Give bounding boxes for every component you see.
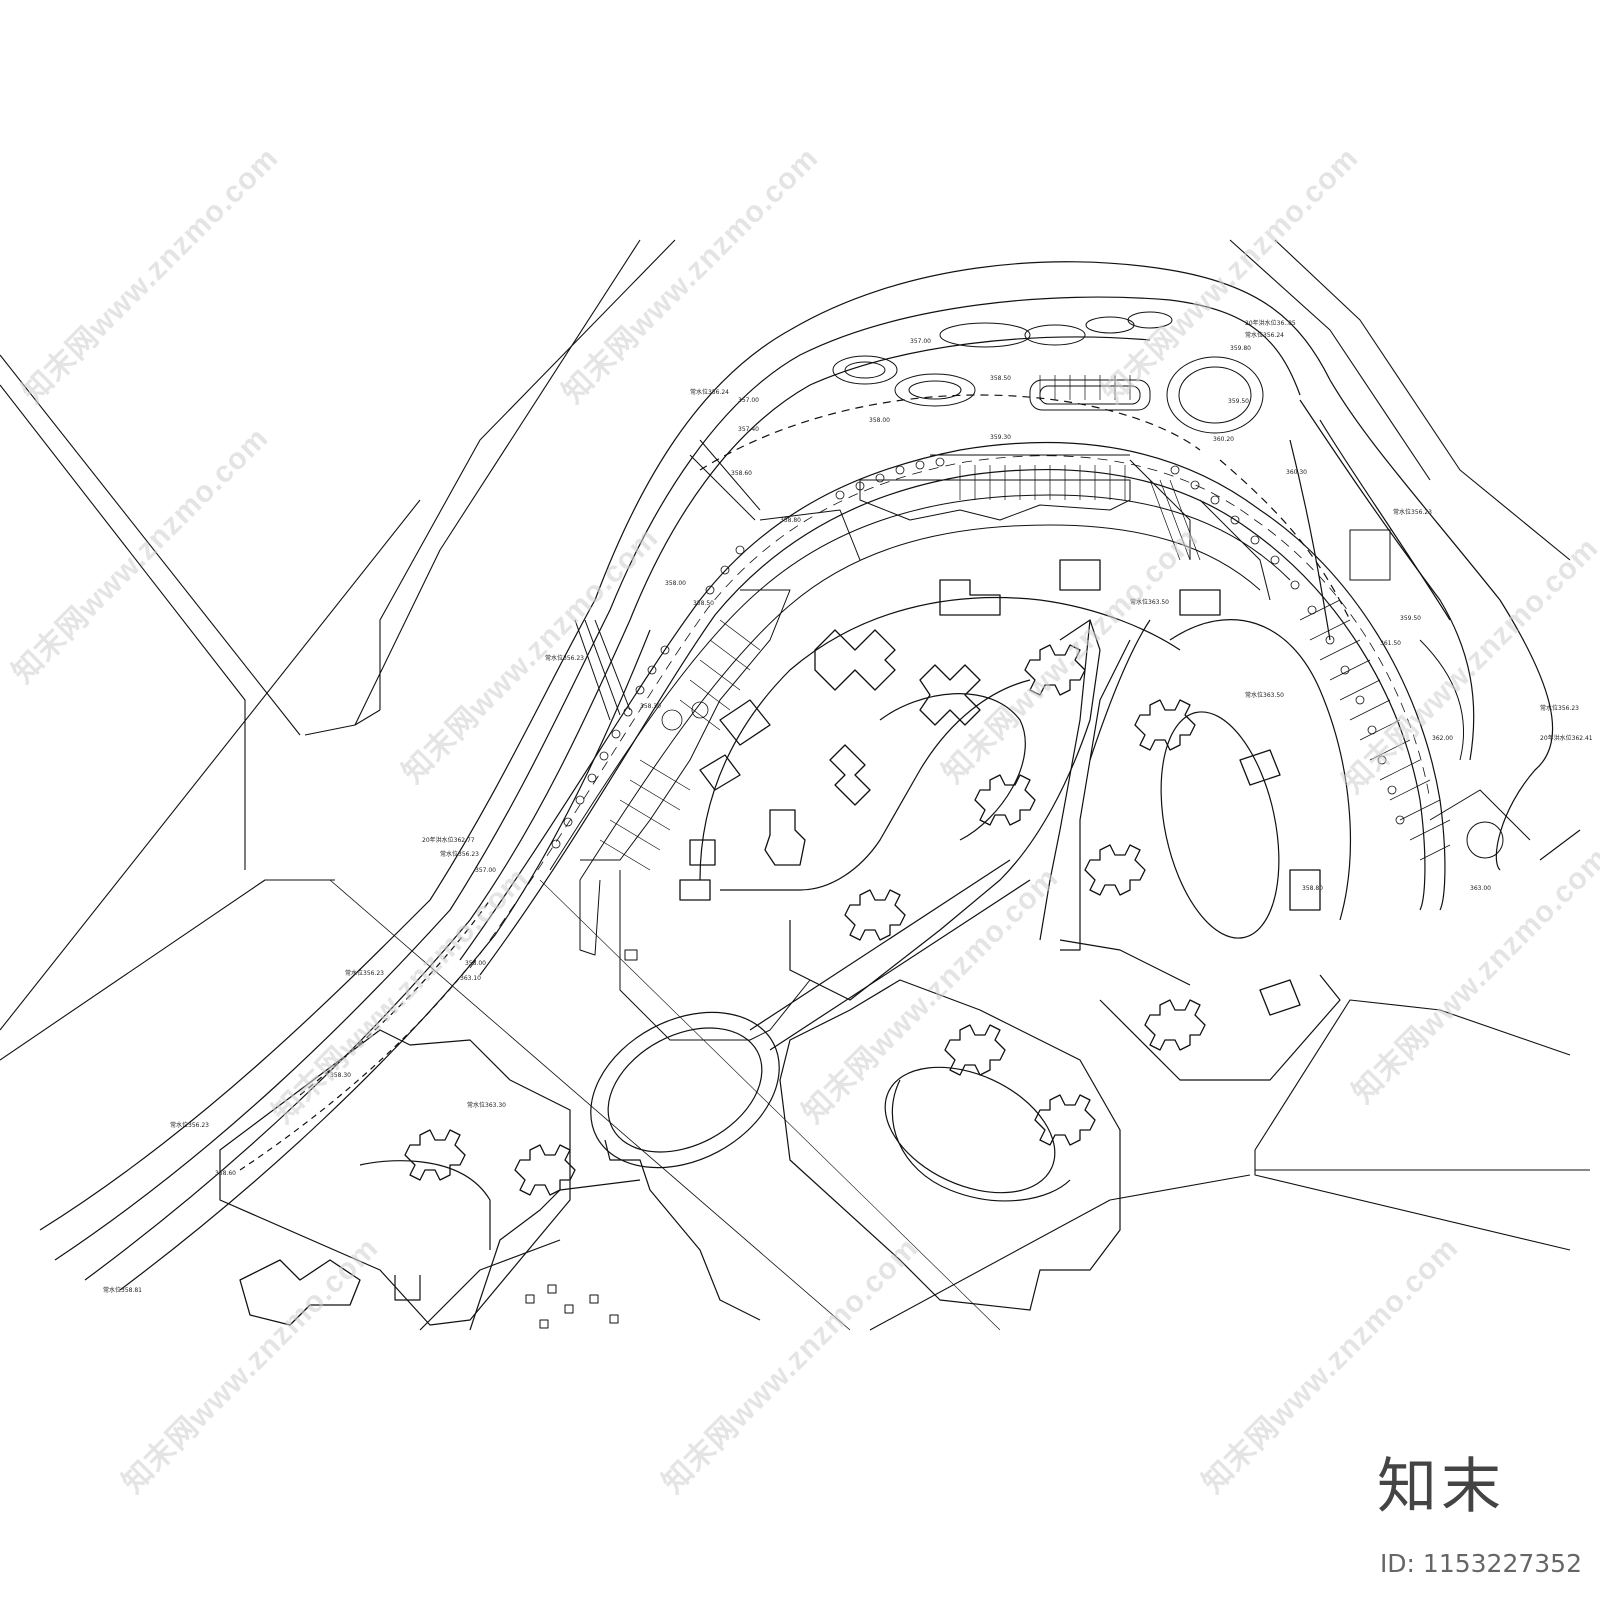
elev-label: 20年洪水位36..85 xyxy=(1245,319,1296,327)
elev-label: 357.40 xyxy=(738,426,759,433)
elev-label: 常水位356.23 xyxy=(345,969,384,977)
street-trees xyxy=(551,457,1405,849)
elev-label: 常水位356.23 xyxy=(545,654,584,662)
promenade-features xyxy=(574,311,1531,859)
elev-label: 362.00 xyxy=(1432,735,1453,742)
elev-label: 358.60 xyxy=(215,1170,236,1177)
elev-label: 359.50 xyxy=(1400,615,1421,622)
elev-label: 359.80 xyxy=(1230,345,1251,352)
ring-road xyxy=(459,441,1446,976)
roundabout xyxy=(329,859,1031,1331)
elev-label: 常水位358.81 xyxy=(103,1286,142,1294)
parking-stalls xyxy=(599,375,1451,871)
elev-label: 361.50 xyxy=(1380,640,1401,647)
elev-label: 357.00 xyxy=(738,397,759,404)
brand-logo: 知末 xyxy=(1377,1452,1505,1522)
elev-label: 357.00 xyxy=(910,338,931,345)
elev-label: 357.00 xyxy=(475,867,496,874)
elev-label: 358.60 xyxy=(731,470,752,477)
south-markers xyxy=(525,949,638,1329)
elev-label: 常水位356.23 xyxy=(170,1121,209,1129)
elev-label: 20年洪水位362.41 xyxy=(1540,734,1593,742)
elev-label: 358.30 xyxy=(640,703,661,710)
elev-label: 358.00 xyxy=(665,580,686,587)
elev-label: 359.50 xyxy=(1228,398,1249,405)
elevation-labels: 常水位356.24 357.00 357.00 357.40 358.60 35… xyxy=(103,319,1593,1294)
elev-label: 363.00 xyxy=(1470,885,1491,892)
elev-label: 358.80 xyxy=(1302,885,1323,892)
riverfront xyxy=(39,261,1554,1291)
elev-label: 常水位356.23 xyxy=(1393,508,1432,516)
elev-label: 358.80 xyxy=(780,517,801,524)
context-roads xyxy=(0,239,1590,1331)
elev-label: 358.00 xyxy=(465,960,486,967)
north-plaza xyxy=(549,454,1291,1041)
elev-label: 363.10 xyxy=(460,975,481,982)
elev-label: 常水位356.24 xyxy=(1245,331,1284,339)
elev-label: 常水位356.23 xyxy=(1540,704,1579,712)
elev-label: 常水位363.50 xyxy=(1245,691,1284,699)
elev-label: 常水位356.23 xyxy=(440,850,479,858)
elev-label: 20年洪水位362.77 xyxy=(422,836,475,844)
elev-label: 358.30 xyxy=(330,1072,351,1079)
elev-label: 358.50 xyxy=(990,375,1011,382)
residential-blocks xyxy=(219,596,1351,1326)
elev-label: 常水位356.24 xyxy=(690,388,729,396)
elev-label: 360.30 xyxy=(1286,469,1307,476)
elev-label: 常水位363.50 xyxy=(1130,598,1169,606)
image-id-label: ID: 1153227352 xyxy=(1379,1549,1582,1578)
elev-label: 359.30 xyxy=(990,434,1011,441)
elev-label: 常水位363.30 xyxy=(467,1101,506,1109)
elev-label: 358.50 xyxy=(693,600,714,607)
elev-label: 358.00 xyxy=(869,417,890,424)
elev-label: 360.20 xyxy=(1213,436,1234,443)
